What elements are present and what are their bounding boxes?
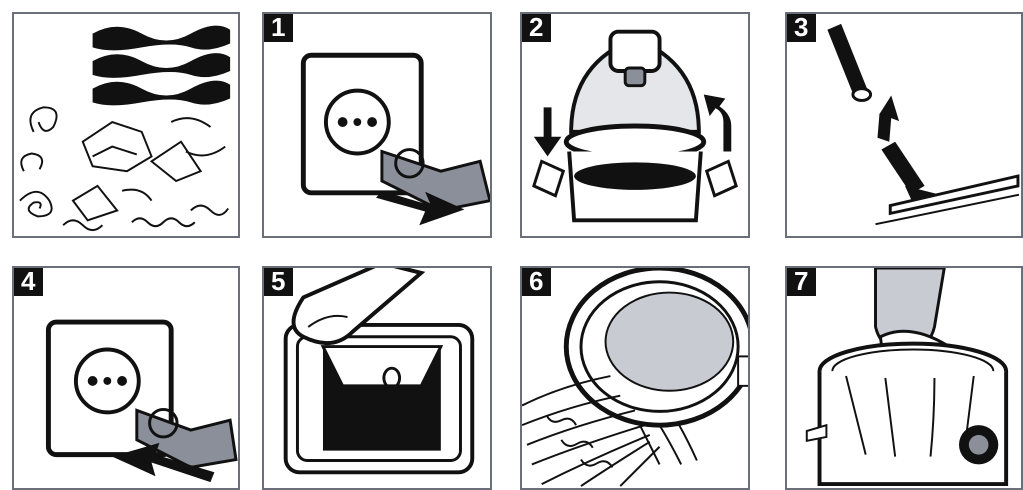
plug-unplug-icon <box>264 14 490 236</box>
debris-icon <box>20 107 228 230</box>
panel-step-6: 6 <box>520 266 750 490</box>
wet-waves-icon <box>14 14 238 236</box>
filter-rinse-icon <box>522 268 748 488</box>
step-number: 3 <box>786 13 816 42</box>
panel-step-3: 3 <box>785 12 1023 238</box>
step-number: 1 <box>263 13 293 42</box>
panel-step-1: 1 <box>262 12 492 238</box>
panel-step-4: 4 <box>12 266 240 490</box>
bag-insert-icon <box>787 268 1021 488</box>
panel-wet-dry-debris <box>12 12 240 238</box>
panel-step-5: 5 <box>262 266 492 490</box>
hose-nozzle-icon <box>787 14 1021 236</box>
step-number: 5 <box>263 267 293 296</box>
power-switch-icon <box>264 268 490 488</box>
panel-step-7: 7 <box>785 266 1023 490</box>
step-number: 4 <box>13 267 43 296</box>
step-number: 6 <box>521 267 551 296</box>
step-number: 2 <box>521 13 551 42</box>
panel-step-2: 2 <box>520 12 750 238</box>
step-number: 7 <box>786 267 816 296</box>
vacuum-lid-icon <box>522 14 748 236</box>
plug-insert-icon <box>14 268 238 488</box>
